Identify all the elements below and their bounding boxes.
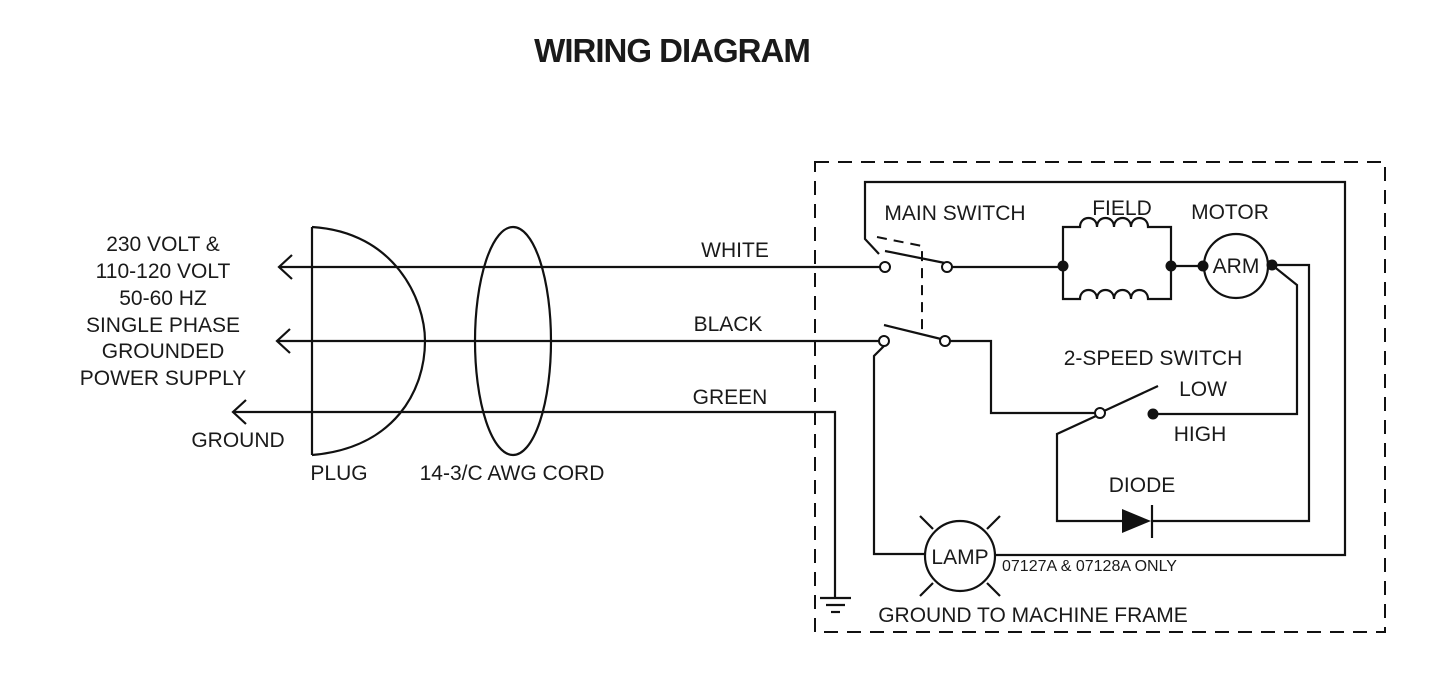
two-speed-switch-label: 2-SPEED SWITCH — [1064, 347, 1243, 370]
green-wire — [233, 410, 837, 598]
white-wire-label: WHITE — [701, 239, 769, 262]
power-supply-line: SINGLE PHASE — [86, 314, 240, 337]
wire — [950, 339, 1095, 415]
diode-wire — [1153, 263, 1311, 523]
high-wire — [1153, 264, 1299, 416]
high-label: HIGH — [1174, 423, 1227, 446]
power-supply-line: 50-60 HZ — [119, 287, 207, 310]
lamp-wire — [872, 345, 925, 556]
power-supply-line: GROUNDED — [102, 340, 225, 363]
lamp-label: LAMP — [931, 546, 988, 569]
diode-label: DIODE — [1109, 474, 1176, 497]
field-coil — [1057, 216, 1177, 301]
black-wire-label: BLACK — [694, 313, 763, 336]
low-label: LOW — [1179, 378, 1227, 401]
diagram-title: WIRING DIAGRAM — [534, 32, 810, 69]
main-switch-label: MAIN SWITCH — [884, 202, 1025, 225]
cord-label: 14-3/C AWG CORD — [420, 462, 605, 485]
main-switch — [876, 236, 953, 347]
two-speed-switch — [1055, 385, 1159, 523]
power-supply-line: 230 VOLT & — [106, 233, 220, 256]
power-supply-line: POWER SUPPLY — [80, 367, 246, 390]
field-label: FIELD — [1092, 197, 1152, 220]
plug-label: PLUG — [310, 462, 367, 485]
ground-icon — [820, 596, 851, 614]
diode-symbol — [1122, 505, 1154, 538]
lamp-note: 07127A & 07128A ONLY — [1002, 558, 1177, 575]
return-wire — [863, 180, 1347, 557]
ground-label: GROUND — [191, 429, 284, 452]
ground-frame-label: GROUND TO MACHINE FRAME — [878, 604, 1188, 627]
power-supply-label: 230 VOLT & 110-120 VOLT 50-60 HZ SINGLE … — [80, 233, 246, 390]
green-wire-label: GREEN — [693, 386, 768, 409]
motor-label: MOTOR — [1191, 201, 1269, 224]
armature-label: ARM — [1213, 255, 1260, 278]
lamp-icon — [919, 515, 1001, 597]
power-supply-line: 110-120 VOLT — [96, 260, 231, 283]
machine-enclosure — [814, 161, 1386, 633]
